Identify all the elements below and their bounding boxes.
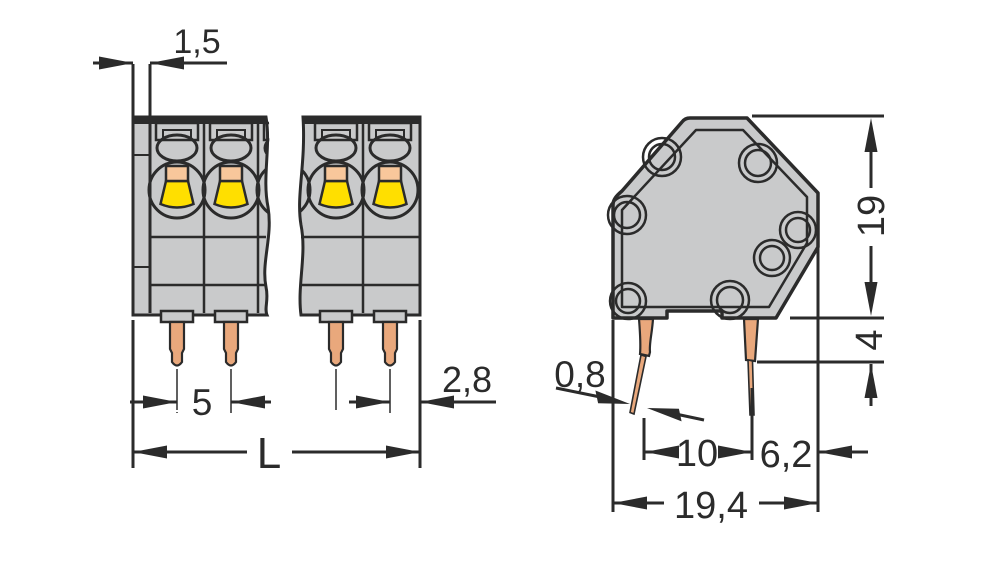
front-dimensions: 1,5 5 2,8 L <box>93 23 496 478</box>
arrowhead-left <box>818 445 852 459</box>
dim-label-pin-shoulder: 4 <box>849 329 891 350</box>
dim-label-pin-pitch: 5 <box>192 382 213 423</box>
arrowhead-left <box>420 395 454 409</box>
side-dimensions: 19 4 0,8 10 6,2 19,4 <box>554 114 893 527</box>
dim-label-height: 19 <box>851 195 893 237</box>
front-view <box>131 115 422 412</box>
arrowhead-right <box>718 445 752 459</box>
arrowhead-diag <box>647 408 682 422</box>
side-holes <box>606 136 818 321</box>
dim-label-pin-spacing: 10 <box>676 433 718 475</box>
arrowhead-right <box>356 395 390 409</box>
side-view <box>606 116 820 416</box>
front-pin-2 <box>213 309 249 412</box>
arrowhead-right <box>784 496 818 510</box>
dim-label-total-length: L <box>257 429 281 478</box>
arrowhead-right <box>386 445 420 459</box>
dim-label-wall-thickness: 1,5 <box>173 23 220 61</box>
leader-line <box>677 413 705 422</box>
front-pin-4 <box>372 309 408 412</box>
arrowhead-left <box>133 445 167 459</box>
side-pin-left-tip <box>629 353 647 416</box>
arrowhead-up <box>864 118 878 152</box>
side-pin-left <box>629 317 655 416</box>
dim-label-overall-depth: 19,4 <box>674 485 748 527</box>
side-pin-right <box>742 317 760 416</box>
arrowhead-left <box>231 395 265 409</box>
arrowhead-right <box>143 395 177 409</box>
arrowhead-down <box>864 282 878 316</box>
dim-label-pin-to-edge-side: 6,2 <box>760 434 813 476</box>
dim-label-pin-to-edge-front: 2,8 <box>442 359 492 400</box>
arrowhead-left <box>150 56 184 70</box>
front-pin-3 <box>318 309 354 412</box>
front-pin-1 <box>159 309 195 412</box>
arrowhead-right <box>99 56 133 70</box>
